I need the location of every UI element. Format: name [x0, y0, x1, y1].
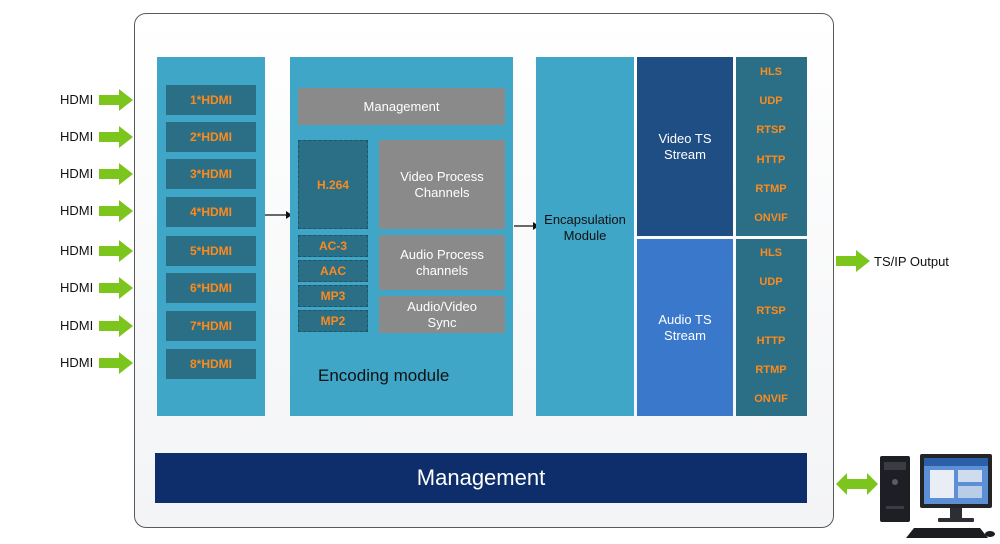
- protocol-label: HLS: [760, 66, 782, 78]
- protocol-label: HTTP: [756, 334, 786, 347]
- output-arrow-icon: [836, 250, 870, 272]
- management-bar-label: Management: [416, 465, 546, 490]
- hdmi-input-label: HDMI: [60, 129, 94, 144]
- protocol-label: RTSP: [756, 124, 786, 137]
- encapsulation-label: Encapsulation Module: [544, 211, 626, 243]
- computer-icon: [880, 454, 995, 538]
- protocol-label: HLS: [760, 247, 782, 259]
- hdmi-input-label: HDMI: [60, 318, 94, 333]
- hdmi-channel-box: 5*HDMI: [166, 236, 256, 266]
- hdmi-input-label: HDMI: [60, 92, 94, 107]
- audio-codec-box: AAC: [298, 260, 368, 282]
- encoding-module-title: Encoding module: [318, 366, 450, 385]
- hdmi-input-arrow-icon: [99, 126, 133, 148]
- av-sync-box: Audio/Video Sync: [379, 296, 505, 333]
- hdmi-channel-box: 4*HDMI: [166, 197, 256, 227]
- hdmi-input-label: HDMI: [60, 243, 94, 258]
- h264-box: H.264: [298, 140, 368, 229]
- video-process-box: Video Process Channels: [379, 140, 505, 229]
- video-protocols-panel: [736, 57, 807, 236]
- encapsulation-module: Encapsulation Module: [536, 57, 634, 416]
- hdmi-channel-box: 1*HDMI: [166, 85, 256, 115]
- audio-codec-box: MP2: [298, 310, 368, 332]
- protocol-label: HTTP: [756, 153, 786, 166]
- av-sync-label: Audio/Video Sync: [407, 298, 477, 330]
- protocol-label: UDP: [759, 95, 783, 108]
- hdmi-input-label: HDMI: [60, 280, 94, 295]
- hdmi-input-arrow-icon: [99, 315, 133, 337]
- audio-codec-box: AC-3: [298, 235, 368, 257]
- video-process-label: Video Process Channels: [400, 168, 484, 200]
- hdmi-channel-box: 8*HDMI: [166, 349, 256, 379]
- audio-ts-label: Audio TS Stream: [658, 311, 712, 343]
- protocol-label: RTMP: [755, 363, 787, 376]
- protocol-label: RTSP: [756, 305, 786, 318]
- protocol-label: RTMP: [755, 182, 787, 195]
- hdmi-channel-box: 2*HDMI: [166, 122, 256, 152]
- hdmi-input-arrow-icon: [99, 352, 133, 374]
- video-ts-label: Video TS Stream: [658, 130, 712, 162]
- audio-process-box: Audio Process channels: [379, 235, 505, 290]
- hdmi-input-arrow-icon: [99, 89, 133, 111]
- hdmi-input-arrow-icon: [99, 277, 133, 299]
- encoding-management-box: Management: [298, 88, 505, 125]
- protocol-label: UDP: [759, 276, 783, 289]
- arrow-to-encoding: [265, 211, 292, 219]
- audio-protocols-panel: [736, 239, 807, 416]
- hdmi-input-label: HDMI: [60, 355, 94, 370]
- hdmi-input-label: HDMI: [60, 203, 94, 218]
- hdmi-channel-box: 3*HDMI: [166, 159, 256, 189]
- hdmi-channel-box: 6*HDMI: [166, 273, 256, 303]
- audio-codec-box: MP3: [298, 285, 368, 307]
- audio-process-label: Audio Process channels: [400, 246, 484, 278]
- output-label: TS/IP Output: [874, 254, 949, 269]
- protocol-label: ONVIF: [754, 212, 788, 224]
- video-ts-stream: Video TS Stream: [637, 57, 733, 236]
- hdmi-channel-box: 7*HDMI: [166, 311, 256, 341]
- management-bar: Management: [155, 453, 807, 503]
- protocol-label: ONVIF: [754, 393, 788, 405]
- audio-ts-stream: Audio TS Stream: [637, 239, 733, 416]
- bidirectional-arrow-icon: [836, 473, 878, 495]
- hdmi-input-arrow-icon: [99, 200, 133, 222]
- hdmi-input-arrow-icon: [99, 163, 133, 185]
- hdmi-input-arrow-icon: [99, 240, 133, 262]
- hdmi-input-label: HDMI: [60, 166, 94, 181]
